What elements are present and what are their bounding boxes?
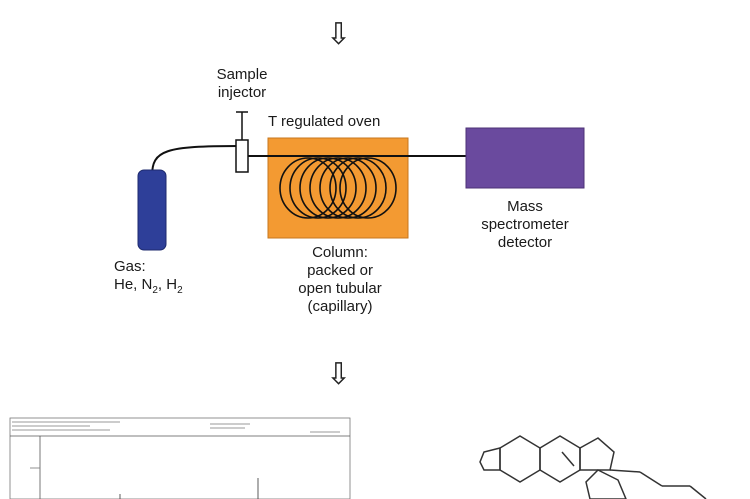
mass-spectrometer-label: Mass spectrometer detector — [470, 198, 580, 252]
oven-box — [267, 137, 409, 239]
mass-line1: Mass — [507, 198, 543, 215]
gas-n-sub: 2 — [152, 285, 158, 296]
gas-line2: He, N2, H2 — [114, 276, 183, 300]
sample-injector-label: Sample injector — [206, 66, 278, 102]
gas-tubing — [151, 145, 241, 177]
down-arrow-icon-top: ⇩ — [326, 18, 352, 51]
column-line3: open tubular — [298, 280, 382, 297]
gas-label: Gas: He, N2, H2 — [114, 258, 183, 300]
gas-sep: , H — [157, 276, 178, 293]
column-label: Column: packed or open tubular (capillar… — [284, 244, 396, 316]
column-line4: (capillary) — [307, 298, 373, 315]
mass-line3: detector — [497, 234, 553, 251]
column-line2: packed or — [307, 262, 373, 279]
column-line1: Column: — [312, 244, 368, 261]
down-arrow-icon-middle: ⇩ — [326, 358, 352, 391]
sample-injector-line1: Sample — [216, 66, 268, 83]
gas-he: He, N — [114, 276, 153, 293]
column-coils — [279, 157, 397, 219]
mass-spectrometer-box — [465, 127, 585, 189]
gas-cylinder — [137, 169, 167, 251]
injector-body — [235, 139, 249, 173]
oven-label: T regulated oven — [268, 113, 381, 130]
sample-injector-line2: injector — [217, 84, 267, 101]
chemical-structure — [479, 435, 707, 499]
gas-h-sub: 2 — [177, 285, 183, 296]
mass-line2: spectrometer — [481, 216, 569, 233]
mass-spectrum-thumbnail — [9, 417, 351, 499]
gas-line1: Gas: — [114, 258, 146, 275]
